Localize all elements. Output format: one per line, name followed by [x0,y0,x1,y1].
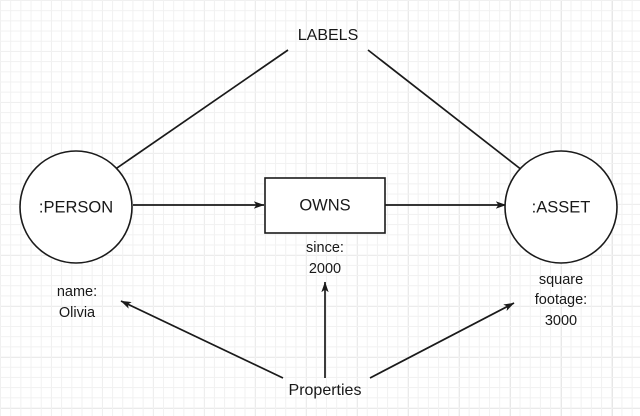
property-asset-line-3: 3000 [545,313,577,329]
property-owns-line-2: 2000 [309,261,341,277]
node-asset-circle[interactable] [504,150,618,264]
callout-edge-labels-to-person [87,49,289,189]
node-person-circle[interactable] [19,150,133,264]
annotation-labels: LABELS [298,27,358,44]
annotation-properties: Properties [289,382,362,399]
property-asset-line-2: footage: [535,292,587,308]
callout-edge-properties-to-person-props [120,300,284,379]
node-owns-rect[interactable] [264,177,386,234]
property-person-line-1: name: [57,284,97,300]
callout-edge-labels-to-asset [367,49,546,189]
callout-edge-properties-to-asset-props [369,302,515,379]
property-person-line-2: Olivia [59,305,96,321]
node-asset-label: :ASSET [532,198,591,216]
node-owns-label: OWNS [299,196,350,214]
property-asset-line-1: square [539,272,583,288]
node-person-label: :PERSON [39,198,113,216]
property-owns-line-1: since: [306,240,344,256]
